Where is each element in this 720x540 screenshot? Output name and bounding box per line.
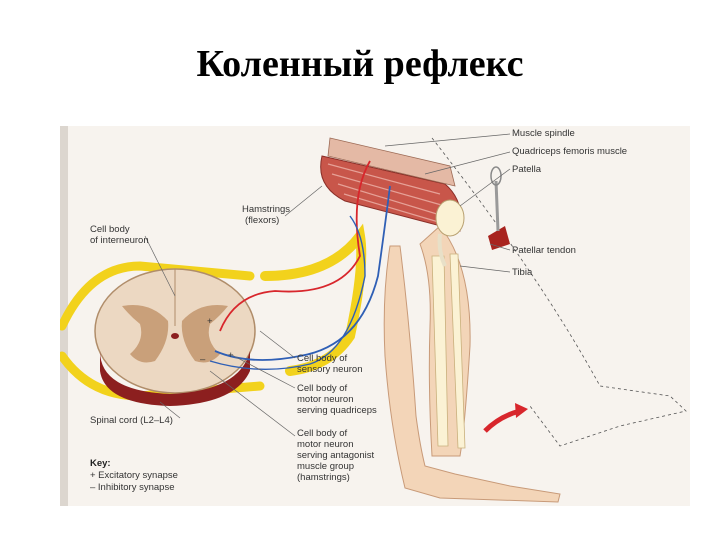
label-muscle-spindle: Muscle spindle	[512, 128, 575, 139]
label-motor-quad-3: serving quadriceps	[297, 405, 377, 416]
label-motor-quad: Cell body of	[297, 383, 348, 394]
knee-reflex-figure: + + – Muscle spindle Quadriceps femoris …	[60, 126, 690, 506]
patella	[436, 200, 464, 236]
label-patellar-tendon: Patellar tendon	[512, 245, 576, 256]
label-motor-ant: Cell body of	[297, 428, 348, 439]
label-motor-ant-5: (hamstrings)	[297, 472, 350, 483]
key-title: Key:	[90, 458, 111, 469]
slide-title: Коленный рефлекс	[0, 42, 720, 86]
label-interneuron-2: of interneuron	[90, 235, 149, 246]
label-tibia: Tibia	[512, 267, 533, 278]
label-motor-ant-3: serving antagonist	[297, 450, 374, 461]
spinal-cord	[95, 269, 255, 406]
label-sensory-2: sensory neuron	[297, 364, 362, 375]
excitatory-synapse-mark: +	[207, 316, 213, 327]
label-hamstrings: Hamstrings	[242, 204, 290, 215]
label-sensory: Cell body of	[297, 353, 348, 364]
inhibitory-synapse-mark: –	[200, 354, 206, 365]
label-spinal-cord: Spinal cord (L2–L4)	[90, 415, 173, 426]
key-inhibitory: – Inhibitory synapse	[90, 482, 175, 493]
label-patella: Patella	[512, 164, 542, 175]
label-hamstrings-flexors: (flexors)	[245, 215, 279, 226]
label-motor-ant-2: motor neuron	[297, 439, 354, 450]
label-quadriceps: Quadriceps femoris muscle	[512, 146, 627, 157]
label-motor-quad-2: motor neuron	[297, 394, 354, 405]
key-excitatory: + Excitatory synapse	[90, 470, 178, 481]
label-motor-ant-4: muscle group	[297, 461, 354, 472]
label-interneuron: Cell body	[90, 224, 130, 235]
